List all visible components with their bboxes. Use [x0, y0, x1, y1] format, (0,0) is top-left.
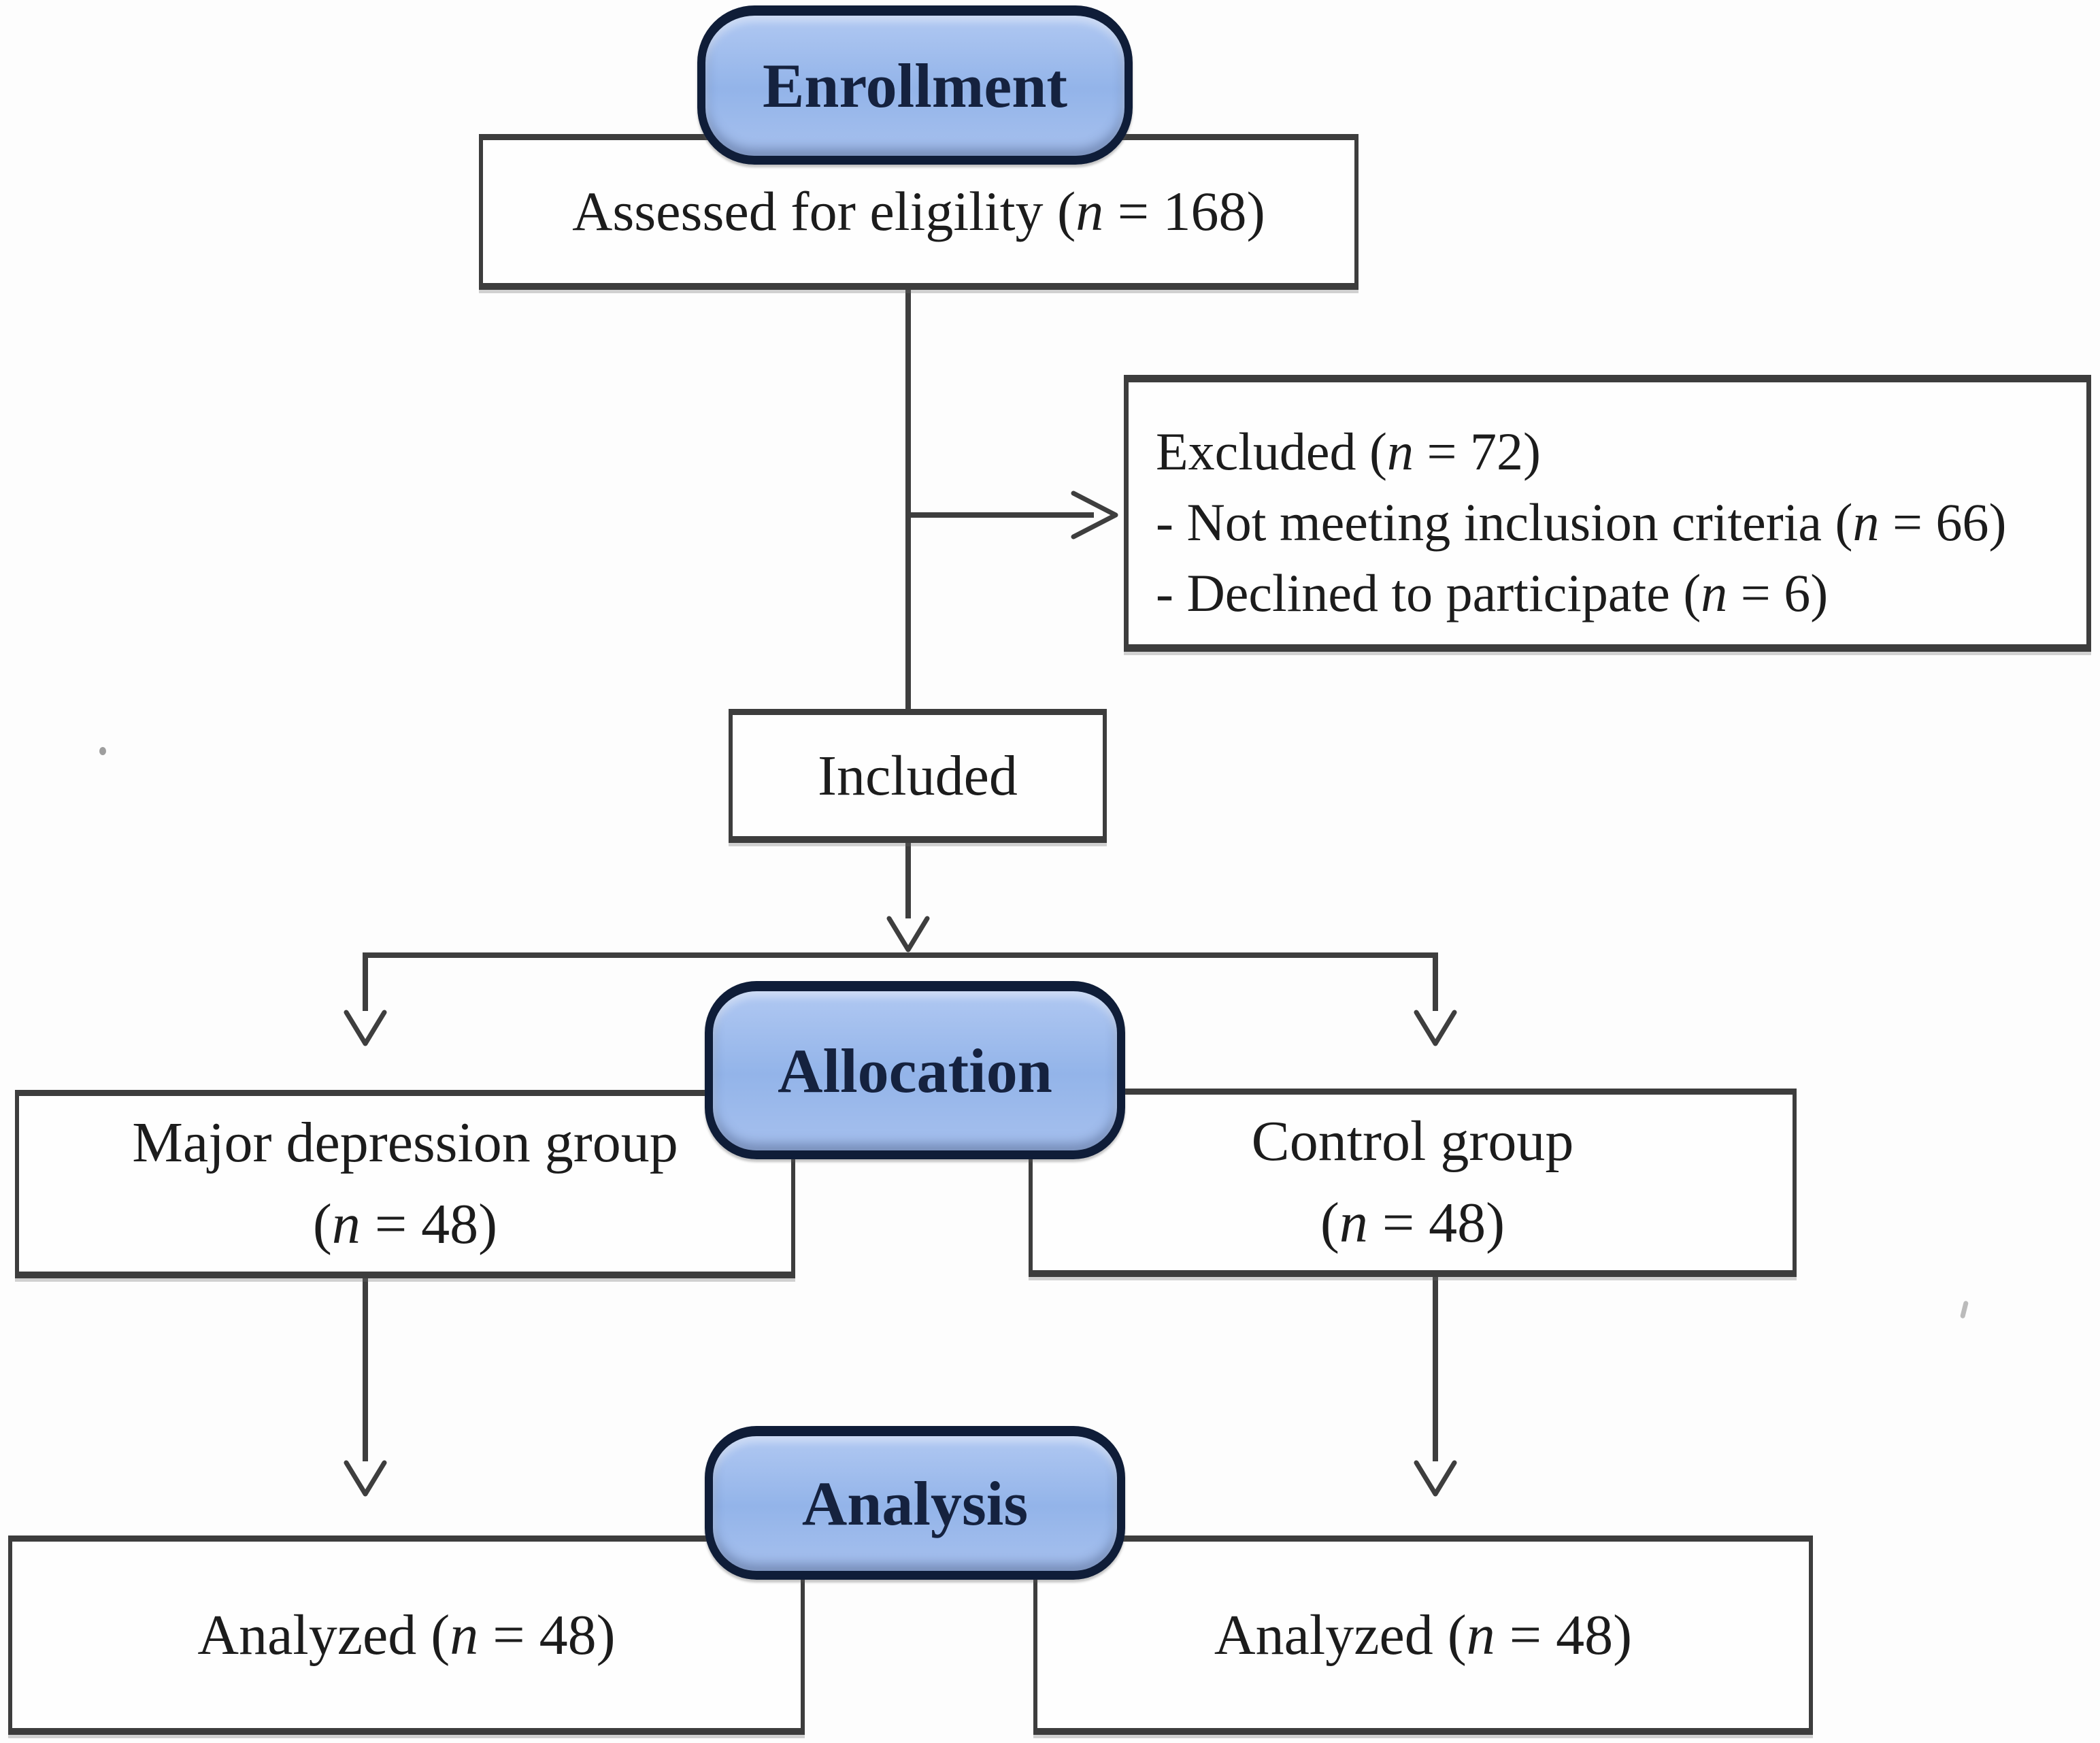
- enrollment-stage-pill: Enrollment: [697, 5, 1133, 165]
- included-label: Included: [818, 744, 1018, 808]
- major-depression-group-label: Major depression group: [132, 1111, 678, 1174]
- control-group-label: Control group: [1251, 1110, 1574, 1173]
- analyzed-major-depression-box: Analyzed (n = 48): [8, 1536, 805, 1735]
- arrowhead-control-analysis: [1414, 1460, 1457, 1497]
- analysis-stage-label: Analysis: [801, 1469, 1029, 1538]
- excluded-box: Excluded (n = 72) - Not meeting inclusio…: [1124, 375, 2091, 652]
- major-depression-group-box: Major depression group (n = 48): [15, 1090, 795, 1278]
- scan-speck-left: [99, 747, 106, 755]
- included-box: Included: [729, 709, 1107, 843]
- control-group-box: Control group (n = 48): [1029, 1089, 1797, 1277]
- excluded-reason-declined: - Declined to participate (n = 6): [1156, 563, 1829, 622]
- control-group-count: (n = 48): [1320, 1191, 1505, 1255]
- arrowhead-included-split: [886, 916, 930, 952]
- arrowhead-depression-group: [344, 1010, 387, 1046]
- allocation-stage-pill: Allocation: [705, 981, 1125, 1159]
- arrowhead-depression-analysis: [344, 1460, 387, 1497]
- arrowhead-excluded: [1071, 491, 1118, 540]
- analyzed-major-depression-label: Analyzed (n = 48): [197, 1603, 616, 1667]
- assessed-for-eligibility-label: Assessed for eligility (n = 168): [572, 180, 1265, 242]
- arrowhead-control-group: [1414, 1010, 1457, 1046]
- analyzed-control-label: Analyzed (n = 48): [1214, 1603, 1633, 1667]
- analyzed-control-box: Analyzed (n = 48): [1033, 1536, 1813, 1735]
- excluded-reason-inclusion-criteria: - Not meeting inclusion criteria (n = 66…: [1156, 493, 2007, 552]
- analysis-stage-pill: Analysis: [705, 1426, 1125, 1580]
- major-depression-group-count: (n = 48): [312, 1193, 498, 1256]
- excluded-title-line: Excluded (n = 72): [1156, 422, 1541, 481]
- allocation-stage-label: Allocation: [778, 1036, 1052, 1106]
- enrollment-stage-label: Enrollment: [762, 51, 1068, 120]
